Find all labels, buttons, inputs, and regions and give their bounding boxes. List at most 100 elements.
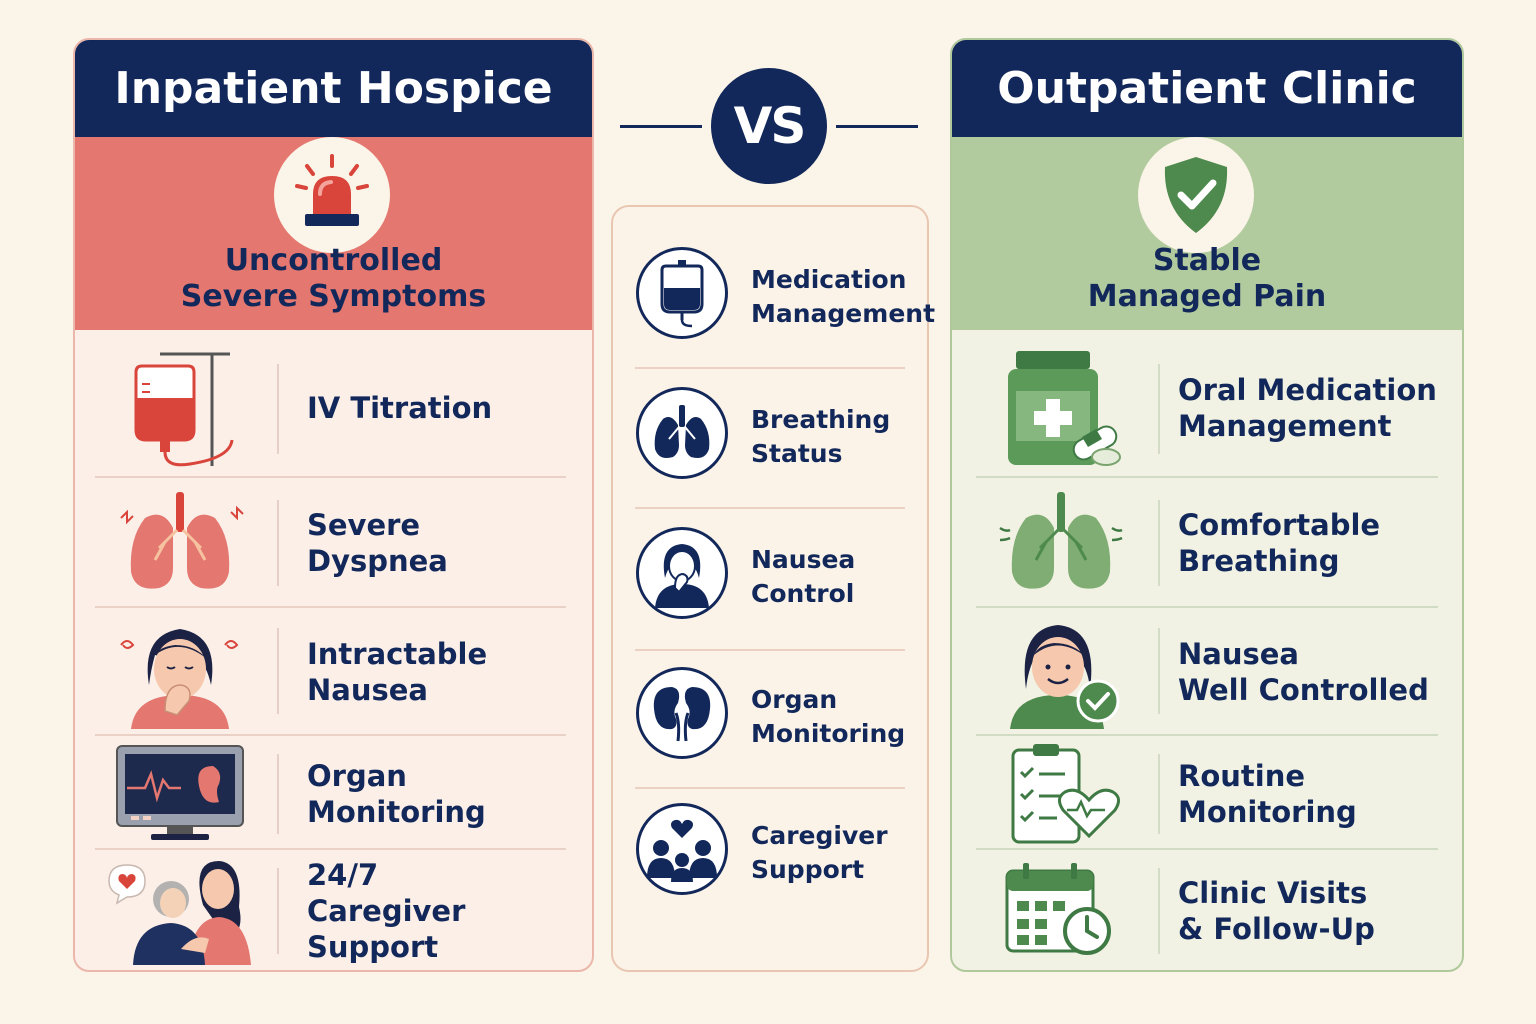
row-label-line1: Medication bbox=[751, 265, 907, 294]
uncontrolled-symptoms-band: Uncontrolled Severe Symptoms bbox=[75, 137, 592, 330]
stable-pain-band: Stable Managed Pain bbox=[952, 137, 1462, 330]
row-divider bbox=[277, 628, 279, 714]
row-label-line1: Clinic Visits bbox=[1178, 876, 1368, 910]
list-item: Nausea Well Controlled bbox=[976, 610, 1438, 734]
row-label-line2: Caregiver Support bbox=[307, 894, 466, 964]
row-label: Nausea Control bbox=[751, 517, 905, 637]
list-item: Comfortable Breathing bbox=[976, 480, 1438, 606]
row-label-line1: IV Titration bbox=[307, 391, 493, 425]
list-item: Clinic Visits & Follow-Up bbox=[976, 852, 1438, 970]
monitor-kidney-icon bbox=[105, 738, 255, 850]
row-divider bbox=[1158, 754, 1160, 834]
row-label: Severe Dyspnea bbox=[307, 480, 566, 606]
pill-bottle-icon bbox=[986, 342, 1136, 472]
band-label-line1: Uncontrolled bbox=[224, 243, 443, 278]
row-label-line2: Status bbox=[751, 439, 843, 468]
row-label: Organ Monitoring bbox=[307, 738, 566, 850]
row-label-line1: Comfortable bbox=[1178, 508, 1381, 542]
kidneys-icon bbox=[636, 667, 728, 759]
row-divider bbox=[277, 500, 279, 586]
band-label: Uncontrolled Severe Symptoms bbox=[75, 243, 592, 315]
row-label: 24/7 Caregiver Support bbox=[307, 852, 566, 970]
inpatient-hospice-panel: Inpatient Hospice Uncontrolled Severe Sy… bbox=[73, 38, 594, 972]
row-label-line2: Monitoring bbox=[751, 719, 906, 748]
caregiver-hug-icon bbox=[105, 852, 255, 966]
band-label-line2: Managed Pain bbox=[1087, 279, 1327, 314]
row-label-line1: Nausea bbox=[1178, 637, 1299, 671]
row-separator bbox=[976, 606, 1438, 608]
list-item: Intractable Nausea bbox=[95, 610, 566, 734]
row-divider bbox=[277, 364, 279, 454]
list-item: Breathing Status bbox=[631, 377, 905, 497]
vs-left-line bbox=[620, 125, 702, 128]
row-divider bbox=[1158, 364, 1160, 454]
row-separator bbox=[976, 476, 1438, 478]
inpatient-hospice-title: Inpatient Hospice bbox=[75, 40, 592, 137]
outpatient-clinic-panel: Outpatient Clinic Stable Managed Pain bbox=[950, 38, 1464, 972]
row-label-line1: Caregiver bbox=[751, 821, 888, 850]
row-label: Medication Management bbox=[751, 237, 936, 357]
list-item: Severe Dyspnea bbox=[95, 480, 566, 606]
nauseous-person-icon bbox=[636, 527, 728, 619]
row-label-line1: Organ bbox=[751, 685, 838, 714]
row-separator bbox=[976, 734, 1438, 736]
band-label: Stable Managed Pain bbox=[952, 243, 1462, 315]
row-label: Clinic Visits & Follow-Up bbox=[1178, 852, 1438, 970]
list-item: Medication Management bbox=[631, 237, 936, 357]
band-label-line1: Stable bbox=[1152, 243, 1262, 278]
clipboard-heart-icon bbox=[986, 738, 1136, 850]
vs-right-line bbox=[836, 125, 918, 128]
list-item: Caregiver Support bbox=[631, 793, 905, 913]
row-label: Intractable Nausea bbox=[307, 610, 566, 734]
nauseous-woman-icon bbox=[105, 612, 255, 732]
list-item: Nausea Control bbox=[631, 517, 905, 637]
row-label-line1: Severe Dyspnea bbox=[307, 508, 448, 578]
comparison-criteria-panel: Medication Management Breathing Status bbox=[611, 205, 936, 972]
row-separator bbox=[95, 606, 566, 608]
row-divider bbox=[1158, 628, 1160, 714]
row-label-line2: Breathing bbox=[1178, 544, 1340, 578]
lungs-icon bbox=[986, 482, 1136, 604]
row-label: Oral Medication Management bbox=[1178, 340, 1438, 476]
row-divider bbox=[277, 754, 279, 834]
list-item: Organ Monitoring bbox=[631, 657, 905, 777]
list-item: Oral Medication Management bbox=[976, 340, 1438, 476]
row-label-line2: Well Controlled bbox=[1178, 673, 1429, 707]
row-label-line2: Management bbox=[1178, 409, 1392, 443]
row-label-line1: Oral Medication bbox=[1178, 373, 1437, 407]
row-label-line2: & Follow-Up bbox=[1178, 912, 1375, 946]
row-separator bbox=[635, 367, 905, 369]
list-item: Routine Monitoring bbox=[976, 738, 1438, 850]
lungs-icon bbox=[105, 482, 255, 604]
row-separator bbox=[95, 476, 566, 478]
people-heart-icon bbox=[636, 803, 728, 895]
row-label-line2: Support bbox=[751, 855, 865, 884]
band-label-line2: Severe Symptoms bbox=[180, 279, 487, 314]
row-divider bbox=[277, 868, 279, 954]
shield-check-icon bbox=[1138, 137, 1254, 253]
row-label: IV Titration bbox=[307, 340, 566, 476]
row-divider bbox=[1158, 868, 1160, 954]
row-separator bbox=[635, 649, 905, 651]
calendar-clock-icon bbox=[986, 852, 1136, 966]
lungs-icon bbox=[636, 387, 728, 479]
vs-badge: VS bbox=[711, 68, 827, 184]
row-label-line1: Intractable Nausea bbox=[307, 637, 488, 707]
row-label: Breathing Status bbox=[751, 377, 905, 497]
row-separator bbox=[95, 848, 566, 850]
happy-woman-check-icon bbox=[986, 612, 1136, 732]
row-label-line1: Routine bbox=[1178, 759, 1306, 793]
row-label: Organ Monitoring bbox=[751, 657, 905, 777]
row-label-line2: Management bbox=[751, 299, 936, 328]
iv-bag-icon bbox=[636, 247, 728, 339]
row-label-line1: Breathing bbox=[751, 405, 891, 434]
row-separator bbox=[635, 787, 905, 789]
alarm-siren-icon bbox=[274, 137, 390, 253]
row-label: Nausea Well Controlled bbox=[1178, 610, 1438, 734]
row-label-line2: Control bbox=[751, 579, 855, 608]
row-separator bbox=[635, 507, 905, 509]
row-separator bbox=[976, 848, 1438, 850]
row-label-line2: Monitoring bbox=[1178, 795, 1357, 829]
row-label-line1: Nausea bbox=[751, 545, 856, 574]
row-divider bbox=[1158, 500, 1160, 586]
